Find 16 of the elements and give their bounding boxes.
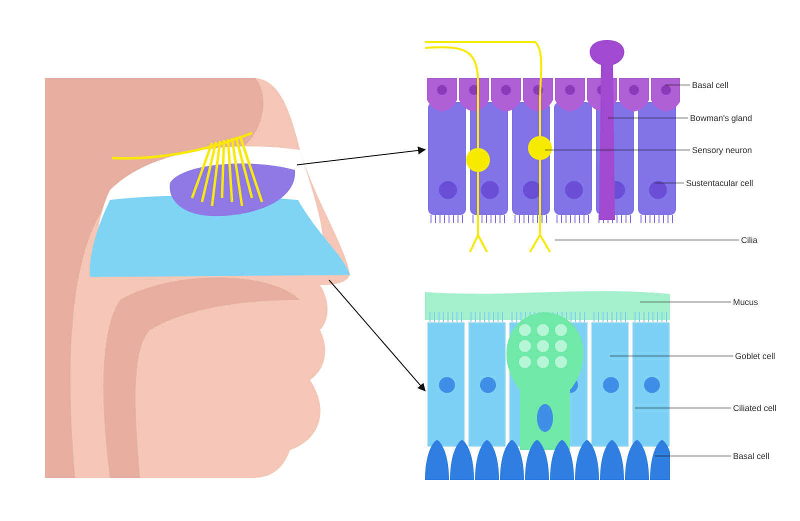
arrow: [328, 280, 426, 392]
cell-label: Basal cell: [733, 451, 770, 461]
cell-label: Sustentacular cell: [686, 178, 754, 188]
leader-line: [654, 182, 684, 184]
neuron-label: Sensory neuron: [692, 145, 752, 155]
cell-label: Ciliated cell: [733, 403, 776, 413]
olfactory-epithelium-drawing: [425, 40, 680, 255]
respiratory-epithelium-drawing: [425, 290, 670, 480]
cell-label: Goblet cell: [735, 351, 776, 361]
nasal-mucosa-drawing: [88, 195, 350, 280]
leader-line: [664, 84, 690, 86]
arrow: [296, 146, 426, 166]
gland-label: Bowman's gland: [690, 113, 752, 123]
cell-label: Basal cell: [692, 80, 728, 90]
mucus-label: Mucus: [733, 297, 758, 307]
cilia-label: Cilia: [741, 235, 758, 245]
